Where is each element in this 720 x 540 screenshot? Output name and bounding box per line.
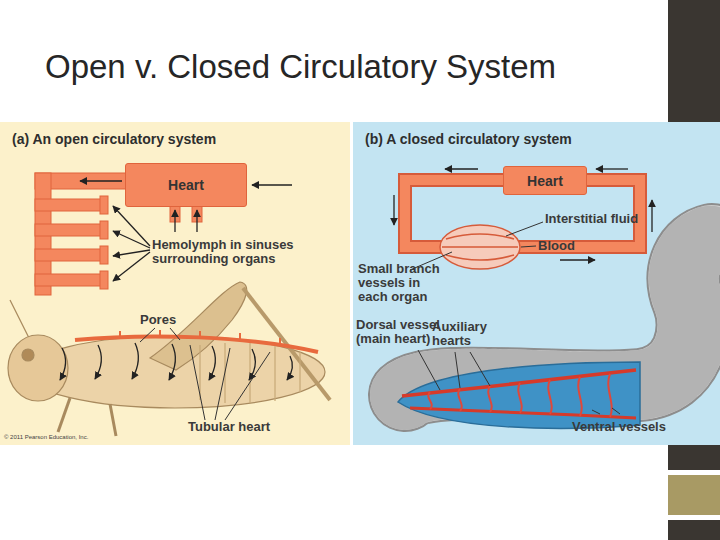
- part-label: Pores: [140, 313, 200, 327]
- open-vessels: [100, 196, 108, 214]
- part-label: Blood: [538, 239, 598, 253]
- hemolymph-arrows: [169, 344, 175, 380]
- worm-cutaway: [398, 362, 640, 428]
- hemolymph-arrows: [209, 346, 215, 380]
- heart-label: Heart: [126, 164, 246, 206]
- heart-chamber: Heart: [503, 166, 587, 195]
- part-label: Hemolymph in sinuses surrounding organs: [152, 238, 312, 266]
- part-label: Interstitial fluid: [545, 212, 665, 226]
- grasshopper: [200, 343, 300, 403]
- part-label: Ventral vessels: [572, 420, 682, 434]
- worm-cutaway: [428, 374, 611, 417]
- tubular-heart: [75, 336, 318, 352]
- heart-label: Heart: [504, 167, 586, 194]
- side-strip: [668, 520, 720, 540]
- part-label: Auxiliary hearts: [432, 320, 512, 348]
- hemolymph-arrows: [60, 343, 292, 380]
- organ-capillaries: [440, 225, 520, 269]
- flow-arrows: [393, 195, 394, 225]
- grasshopper: [8, 335, 68, 401]
- worm-cutaway: [398, 362, 640, 428]
- open-vessels: [35, 249, 105, 261]
- flow-arrows: [80, 180, 122, 181]
- slide-title: Open v. Closed Circulatory System: [45, 48, 556, 86]
- open-vessels: [35, 199, 105, 211]
- leader-line: [418, 350, 620, 414]
- leader-line: [418, 350, 440, 390]
- hemolymph-arrows: [95, 345, 101, 379]
- open-vessels: [35, 274, 105, 286]
- leader-line: [470, 352, 490, 386]
- side-strip: [668, 475, 720, 515]
- flow-arrows: [196, 210, 197, 232]
- open-vessels: [100, 271, 108, 289]
- hemolymph-arrows: [60, 348, 66, 380]
- organ-capillaries: [442, 234, 518, 260]
- panel-heading: (b) A closed circulatory system: [365, 131, 572, 147]
- copyright-note: © 2011 Pearson Education, Inc.: [4, 434, 204, 441]
- grasshopper: [22, 349, 34, 361]
- flow-arrows: [596, 168, 628, 169]
- flow-arrows: [174, 210, 175, 232]
- leader-line: [592, 410, 600, 414]
- worm-cutaway: [410, 408, 636, 418]
- hemolymph-arrows: [132, 343, 138, 379]
- flow-arrows: [445, 168, 478, 169]
- leader-line: [521, 246, 536, 247]
- part-label: Small branch vessels in each organ: [358, 262, 446, 304]
- leader-line: [455, 352, 460, 388]
- panel-heading: (a) An open circulatory system: [12, 131, 216, 147]
- hemolymph-arrows: [287, 356, 292, 380]
- open-vessels: [35, 224, 105, 236]
- open-vessels: [100, 221, 108, 239]
- open-vessels: [100, 246, 108, 264]
- leader-line: [612, 408, 620, 414]
- flow-arrows: [252, 184, 292, 185]
- organ-capillaries: [440, 225, 520, 269]
- flow-arrows: [560, 259, 595, 260]
- part-label: Tubular heart: [188, 420, 318, 434]
- part-label: Dorsal vessel (main heart): [356, 318, 440, 346]
- flow-arrows: [651, 200, 652, 232]
- heart-chamber: Heart: [125, 163, 247, 207]
